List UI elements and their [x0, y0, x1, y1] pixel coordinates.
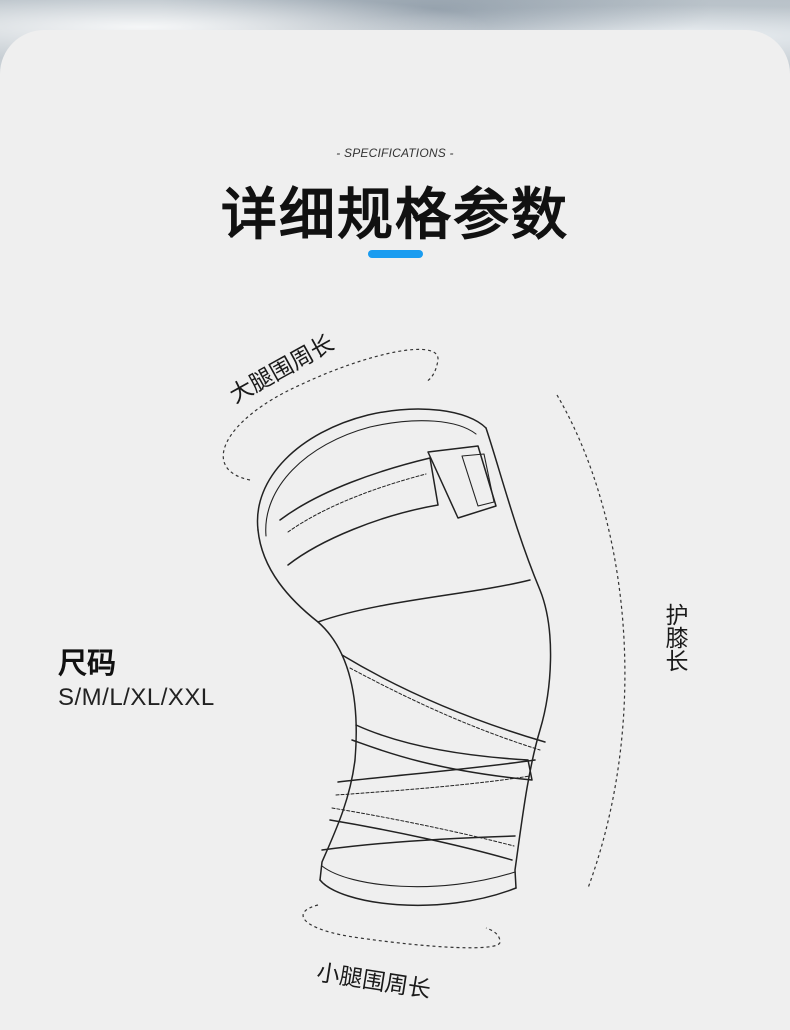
brace-left-edge	[257, 529, 357, 881]
size-heading: 尺码	[58, 646, 117, 680]
content-card	[0, 30, 790, 1030]
cross-strap-upper	[341, 654, 546, 743]
brace-length-label: 护膝长	[661, 603, 687, 672]
section-subtitle: - SPECIFICATIONS -	[336, 146, 454, 160]
title-accent-bar	[368, 250, 423, 258]
strap-buckle	[427, 445, 497, 519]
brace-bottom-rim	[319, 879, 517, 907]
upper-strap	[279, 457, 439, 566]
length-measure-arc	[556, 394, 626, 889]
brace-top-rim	[256, 408, 487, 531]
size-options: S/M/L/XL/XXL	[58, 684, 215, 711]
calf-measure-arc	[302, 904, 501, 949]
brace-right-edge	[485, 427, 552, 889]
thigh-measure-arc	[222, 348, 439, 481]
page-title: 详细规格参数	[221, 183, 569, 248]
cross-strap-lower	[337, 759, 536, 783]
